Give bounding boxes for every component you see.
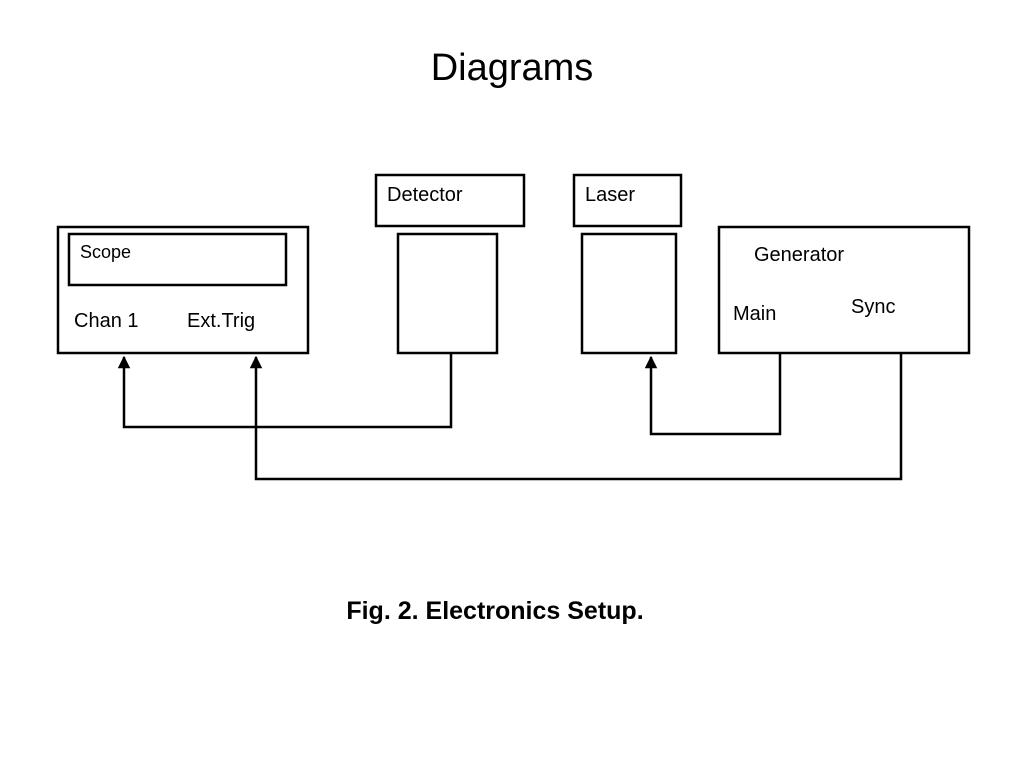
detector-box <box>396 232 499 355</box>
generator-sync-label: Sync <box>851 296 895 318</box>
generator-label: Generator <box>754 244 844 266</box>
main-to-laser-wire <box>644 353 782 436</box>
detector-to-chan1-wire <box>117 353 453 429</box>
sync-to-exttrig-wire <box>249 353 903 481</box>
scope-trigger-label: Ext.Trig <box>187 310 255 332</box>
scope-unit: Scope Chan 1 Ext.Trig <box>56 225 310 355</box>
laser-label-box <box>572 173 683 228</box>
scope-box <box>56 225 310 355</box>
figure-caption: Fig. 2. Electronics Setup. <box>346 597 644 625</box>
scope-label: Scope <box>80 242 131 262</box>
detector-unit: Detector <box>374 173 526 355</box>
laser-unit: Laser <box>572 173 683 355</box>
generator-box <box>717 225 971 355</box>
slide-title: Diagrams <box>430 47 594 89</box>
laser-box <box>580 232 678 355</box>
generator-main-label: Main <box>733 303 776 325</box>
generator-unit: Generator Main Sync <box>717 225 971 355</box>
laser-label: Laser <box>585 184 635 206</box>
scope-channel-label: Chan 1 <box>74 310 139 332</box>
scope-screen <box>67 232 288 287</box>
detector-label-box <box>374 173 526 228</box>
detector-label: Detector <box>387 184 463 206</box>
